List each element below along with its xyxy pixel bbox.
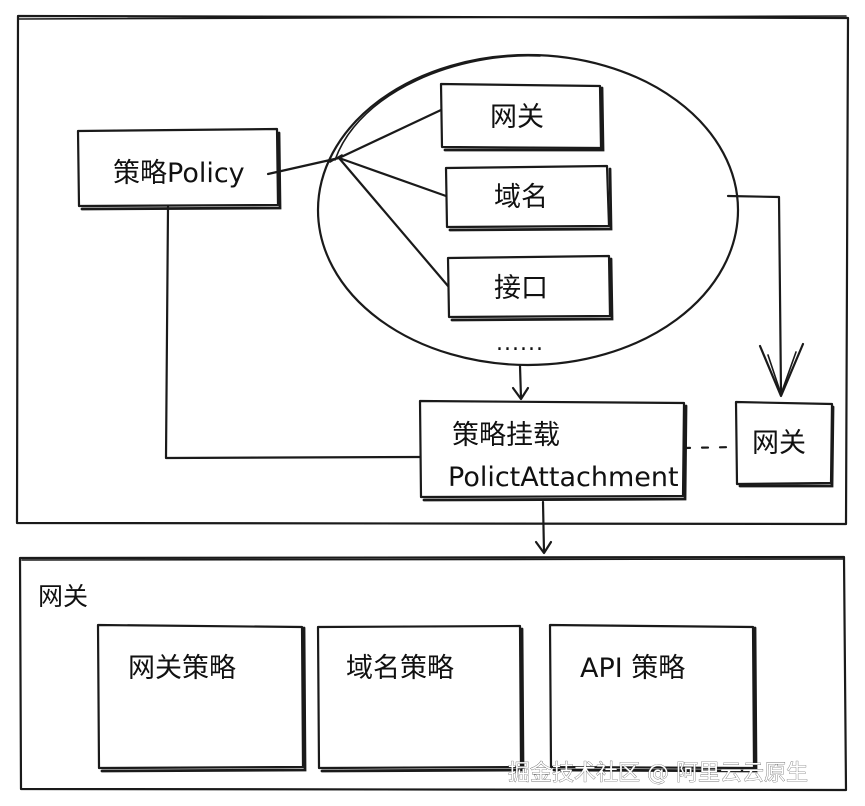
target-api-label: 接口	[494, 273, 548, 304]
arrow-to-attachment	[511, 364, 530, 401]
bottom-card-3-label: API 策略	[580, 653, 685, 684]
bottom-panel: 网关	[18, 555, 848, 792]
target-box-domain: 域名	[444, 164, 613, 232]
bottom-card-gateway-policy: 网关策略	[96, 623, 307, 773]
bottom-card-api-policy: API 策略	[548, 623, 758, 773]
target-ellipse	[316, 53, 740, 367]
side-gateway-box: 网关	[734, 400, 835, 488]
attachment-box: 策略挂载 PolictAttachment	[418, 399, 688, 502]
bottom-card-1-label: 网关策略	[128, 653, 236, 684]
target-box-api: 接口	[446, 254, 614, 322]
attachment-line1: 策略挂载	[452, 420, 560, 451]
policy-to-attachment-line	[164, 205, 422, 460]
bottom-card-domain-policy: 域名策略	[316, 624, 525, 773]
policy-fan-lines	[266, 108, 450, 288]
bottom-panel-title: 网关	[38, 582, 88, 611]
policy-label: 策略Policy	[113, 158, 245, 189]
dashed-link	[682, 445, 739, 450]
target-domain-label: 域名	[494, 182, 548, 213]
top-frame	[15, 14, 850, 526]
arrow-to-bottom-panel	[534, 500, 553, 555]
ellipsis: ......	[496, 331, 544, 356]
side-gateway-label: 网关	[752, 428, 806, 459]
watermark-text: 掘金技术社区 @ 阿里云云原生	[508, 761, 808, 786]
target-gateway-label: 网关	[490, 102, 544, 133]
target-box-gateway: 网关	[439, 82, 605, 152]
policy-box: 策略Policy	[76, 127, 282, 211]
arrow-to-side-gateway	[726, 194, 805, 398]
attachment-line2: PolictAttachment	[448, 462, 679, 493]
bottom-card-2-label: 域名策略	[346, 653, 454, 684]
